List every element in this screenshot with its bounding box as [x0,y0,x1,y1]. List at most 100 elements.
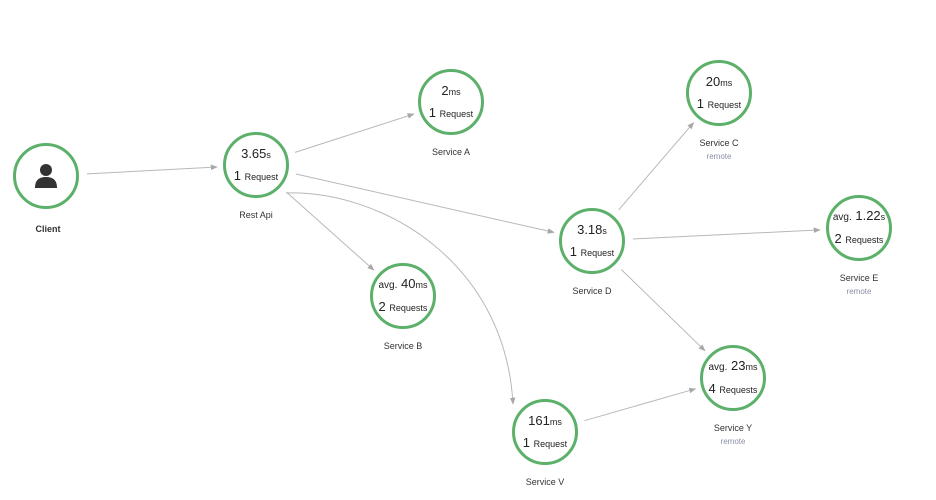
service-name: Service E [839,273,879,283]
service-b-label: Service B [343,341,463,351]
node-content: 161ms 1 Request [515,402,575,462]
request-count-value: 2 [834,231,842,246]
service-name: Service Y [713,423,753,433]
metric-prefix: avg. [378,280,398,291]
node-client[interactable] [13,143,79,209]
edge-client-to-rest-api [86,164,218,175]
node-rest-api[interactable]: 3.65s 1 Request [223,132,289,198]
rest-api-label: Rest Api [196,210,316,220]
service-d-label: Service D [532,286,652,296]
node-service-e[interactable]: avg. 1.22s 2 Requests [826,195,892,261]
node-content: avg. 23ms 4 Requests [703,348,763,408]
request-count: 4 Requests [709,381,758,398]
metric-unit: ms [720,77,733,88]
edge-rest-api-to-service-d [295,173,555,234]
service-v-label: Service V [485,477,605,487]
request-count-label: Requests [389,303,428,313]
service-name: Rest Api [239,210,273,220]
node-content: avg. 40ms 2 Requests [373,266,433,326]
request-count-label: Request [533,438,568,449]
service-name: Service B [383,341,423,351]
service-name: Service V [525,477,565,487]
metric-value: 20 [705,73,721,89]
service-remote-tag: remote [846,287,872,296]
edge-rest-api-to-service-a [294,113,415,153]
request-count: 1 Request [570,244,614,261]
node-service-d[interactable]: 3.18s 1 Request [559,208,625,274]
node-service-v[interactable]: 161ms 1 Request [512,399,578,465]
latency-metric: 2ms [441,83,460,100]
edge-service-d-to-service-e [632,227,821,240]
metric-value: 1.22 [855,208,881,223]
metric-prefix: avg. [708,362,728,373]
node-content: 3.18s 1 Request [562,211,622,271]
metric-value: 3.65 [241,145,267,161]
request-count-value: 1 [696,95,705,111]
metric-value: 23 [731,358,746,373]
metric-value: 3.18 [577,221,603,237]
metric-value: 40 [401,276,416,291]
metric-value: 161 [528,412,550,428]
metric-unit: ms [745,362,758,372]
metric-value: 2 [441,82,449,98]
edge-service-d-to-service-c [618,122,695,211]
request-count-label: Request [244,171,279,182]
request-count-label: Request [707,99,742,110]
node-service-b[interactable]: avg. 40ms 2 Requests [370,263,436,329]
user-icon [35,164,57,188]
request-count-value: 1 [233,167,242,183]
node-service-y[interactable]: avg. 23ms 4 Requests [700,345,766,411]
edge-rest-api-to-service-b [286,191,375,271]
metric-unit: ms [448,86,461,97]
service-a-label: Service A [391,147,511,157]
request-count-value: 2 [378,299,386,314]
service-c-label: Service C remote [659,138,779,161]
service-name: Service A [431,147,471,157]
metric-unit: s [880,212,886,222]
metric-unit: s [602,225,607,236]
metric-unit: ms [549,416,562,427]
request-count: 1 Request [429,105,473,122]
metric-unit: s [266,149,271,160]
service-name: Service D [572,286,612,296]
edge-service-d-to-service-y [621,269,706,352]
latency-metric: 3.18s [577,222,607,239]
request-count: 1 Request [523,435,567,452]
latency-metric: 161ms [528,413,562,430]
latency-metric: avg. 1.22s [833,208,885,226]
client-label: Client [35,224,61,234]
edge-service-v-to-service-y [584,387,697,422]
latency-metric: avg. 23ms [709,358,758,376]
request-count-label: Requests [845,235,884,245]
service-remote-tag: remote [706,152,732,161]
request-count: 2 Requests [379,299,428,316]
request-count-value: 1 [428,104,437,120]
latency-metric: avg. 40ms [379,276,428,294]
latency-metric: 3.65s [241,146,271,163]
request-count-label: Request [439,108,474,119]
service-name: Service C [699,138,739,148]
request-count: 2 Requests [835,231,884,248]
edge-rest-api-to-service-v [285,192,516,405]
request-count-label: Requests [719,385,758,395]
request-count-value: 1 [522,434,531,450]
metric-unit: ms [415,280,428,290]
service-remote-tag: remote [720,437,746,446]
service-e-label: Service E remote [799,273,919,296]
metric-prefix: avg. [832,212,852,223]
service-y-label: Service Y remote [673,423,793,446]
request-count: 1 Request [234,168,278,185]
request-count-value: 1 [569,243,578,259]
latency-metric: 20ms [706,74,732,91]
request-count-value: 4 [708,381,716,396]
node-content: 3.65s 1 Request [226,135,286,195]
request-count-label: Request [580,247,615,258]
request-count: 1 Request [697,96,741,113]
node-content: avg. 1.22s 2 Requests [829,198,889,258]
